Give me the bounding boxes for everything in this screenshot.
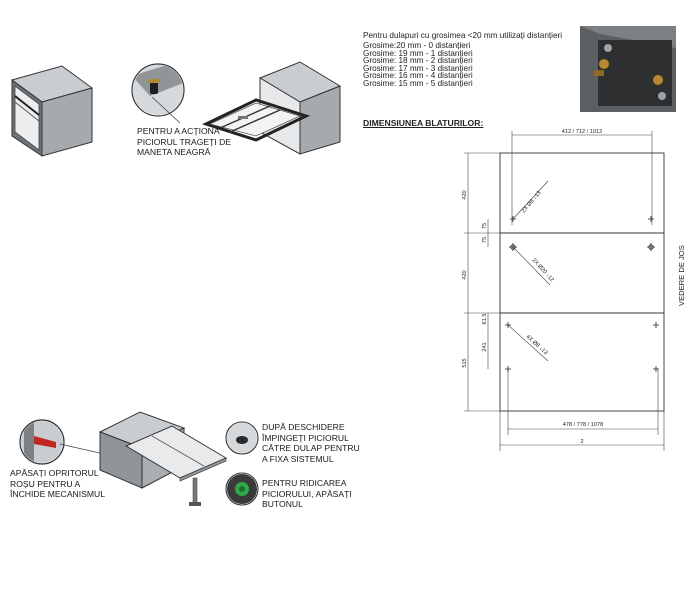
- offset-label-4: 241: [482, 342, 488, 351]
- panel-top: [499, 152, 665, 234]
- spacer-rule-title: Pentru dulapuri cu grosimea <20 mm utili…: [363, 31, 563, 40]
- caption-red-stopper: APĂSAȚI OPRITORUL ROȘU PENTRU A ÎNCHIDE …: [10, 468, 106, 500]
- board-drawing: 412 / 712 / 1012 478 / 778 / 1078 2 420 …: [462, 129, 665, 451]
- height-label-top: 420: [462, 190, 468, 199]
- leader-line: [59, 443, 105, 455]
- hole-label-1: 2X Ø8 ↓13: [521, 190, 543, 214]
- panel-bottom: [499, 312, 665, 412]
- spacer-photo: [580, 26, 676, 112]
- hole-label-3: 4X Ø8 ↓13: [525, 334, 549, 356]
- drawing-heading: DIMENSIUNEA BLATURILOR:: [363, 118, 484, 128]
- height-label-bottom: 515: [462, 358, 468, 367]
- top-width-label: 412 / 712 / 1012: [562, 129, 602, 135]
- lever-magnifier: [131, 63, 185, 117]
- bottom-width-label: 478 / 778 / 1078: [563, 422, 603, 428]
- caption-push-leg: DUPĂ DESCHIDERE ÎMPINGEȚI PICIORUL CĂTRE…: [262, 422, 360, 464]
- red-stopper-magnifier: [19, 419, 65, 465]
- extended-table-illustration: [98, 411, 228, 506]
- offset-label-3: 61.5: [482, 314, 488, 325]
- caption-pull-leg: PENTRU A ACȚIONA PICIORUL TRAGEȚI DE MAN…: [137, 126, 232, 158]
- green-button-magnifier: [225, 472, 259, 506]
- spacer-rule-list: Grosime:20 mm - 0 distanțieri Grosime: 1…: [363, 41, 473, 88]
- offset-label-2: 75: [482, 237, 488, 243]
- offset-label-1: 75: [482, 223, 488, 229]
- panel-middle: [499, 232, 665, 314]
- hole-label-2: 2X Ø20 ↓12: [531, 257, 555, 283]
- view-label: VEDERE DE JOS: [677, 245, 686, 306]
- push-leg-magnifier: [225, 421, 259, 455]
- cabinet-illustration: [10, 65, 94, 157]
- total-width-label: 2: [580, 439, 583, 445]
- leader-line: [151, 96, 181, 124]
- cabinet-open-mechanism: [201, 61, 342, 155]
- height-label-middle: 420: [462, 270, 468, 279]
- caption-raise-leg: PENTRU RIDICAREA PICIORULUI, APĂSAȚI BUT…: [262, 478, 352, 510]
